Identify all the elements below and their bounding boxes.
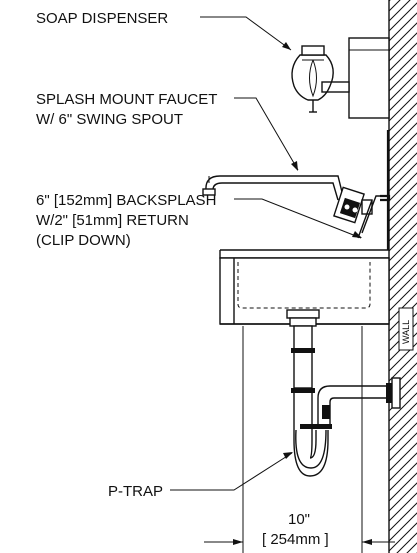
- label-backsplash-line3: (CLIP DOWN): [36, 232, 131, 249]
- wall-hatching: [389, 0, 417, 553]
- sink-bowl-hidden: [237, 262, 371, 309]
- faucet-spout-tip: [202, 188, 216, 196]
- label-faucet-line2: W/ 6" SWING SPOUT: [36, 111, 183, 128]
- dispenser-wall-box: [348, 37, 390, 119]
- label-soap-dispenser: SOAP DISPENSER: [36, 10, 168, 27]
- wall: WALL: [388, 0, 417, 553]
- label-backsplash-line2: W/2" [51mm] RETURN: [36, 212, 189, 229]
- sink-bowl: [219, 249, 390, 327]
- dispenser-arm: [321, 81, 350, 93]
- label-backsplash-line1: 6" [152mm] BACKSPLASH: [36, 192, 216, 209]
- sink-deck: [219, 249, 389, 259]
- dimension-metric: [ 254mm ]: [262, 531, 329, 548]
- tailpiece: [293, 325, 313, 389]
- width-dimension: 10" [ 254mm ]: [204, 326, 395, 553]
- dispenser-cap: [301, 45, 325, 56]
- dispenser-bottle: [291, 54, 334, 101]
- wall-flange: [391, 377, 401, 409]
- faucet-handle: [339, 197, 361, 219]
- label-faucet-line1: SPLASH MOUNT FAUCET: [36, 91, 217, 108]
- soap-dispenser: [291, 37, 390, 119]
- dimension-imperial: 10": [288, 511, 310, 528]
- p-trap-arm: [317, 385, 394, 424]
- label-p-trap: P-TRAP: [108, 483, 163, 500]
- callout-faucet: SPLASH MOUNT FAUCET W/ 6" SWING SPOUT: [36, 91, 299, 171]
- backsplash-panel: [380, 130, 391, 250]
- sink-drain: [286, 309, 320, 319]
- faucet-spout: [205, 175, 345, 201]
- splash-mount-faucet: [202, 175, 373, 224]
- p-trap-bend: [293, 393, 329, 477]
- callout-backsplash: 6" [152mm] BACKSPLASH W/2" [51mm] RETURN…: [36, 192, 362, 249]
- drain-pipe: [291, 325, 401, 477]
- callout-soap-dispenser: SOAP DISPENSER: [36, 10, 292, 51]
- backsplash: [357, 130, 391, 250]
- callout-p-trap: P-TRAP: [108, 452, 293, 500]
- wall-label: WALL: [401, 320, 411, 344]
- wall-label-box: [398, 307, 414, 351]
